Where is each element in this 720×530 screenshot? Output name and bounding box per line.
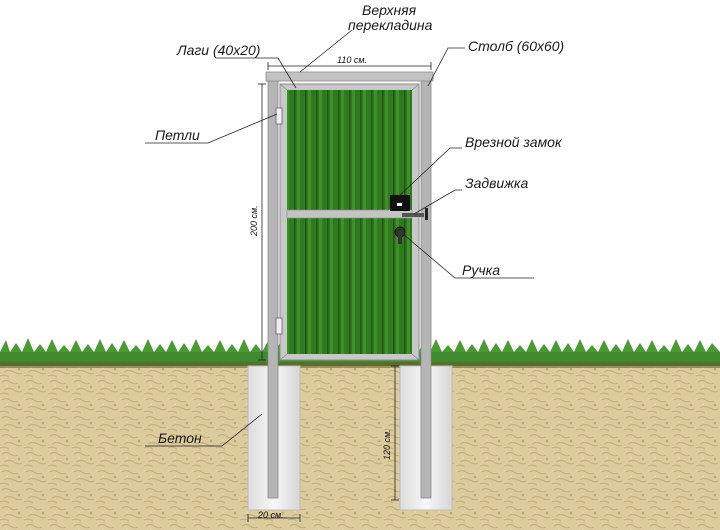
label-concrete: Бетон	[158, 430, 202, 446]
leader-lines	[145, 29, 534, 447]
post-right	[420, 77, 432, 499]
latch-bolt	[402, 213, 424, 217]
label-top-rail-1: Верхняя	[362, 2, 417, 18]
label-handle: Ручка	[462, 262, 500, 278]
hinge-bottom	[275, 317, 283, 335]
soil-ground	[0, 365, 720, 530]
dim-width: 110 см.	[337, 55, 368, 65]
dim-height: 200 см.	[249, 205, 259, 236]
label-latch: Задвижка	[465, 175, 529, 191]
door-leaf	[279, 83, 420, 361]
hinge-top	[275, 107, 283, 125]
label-post: Столб (60х60)	[468, 38, 565, 54]
dimension-lines	[247, 62, 432, 522]
label-mortise-lock: Врезной замок	[465, 134, 562, 150]
dim-pit-width: 20 см.	[258, 510, 284, 520]
label-hinges: Петли	[155, 127, 200, 143]
label-top-rail-2: перекладина	[348, 17, 433, 33]
dim-depth: 120 см.	[382, 429, 392, 460]
label-lagi: Лаги (40х20)	[177, 42, 261, 58]
post-left	[267, 77, 279, 499]
